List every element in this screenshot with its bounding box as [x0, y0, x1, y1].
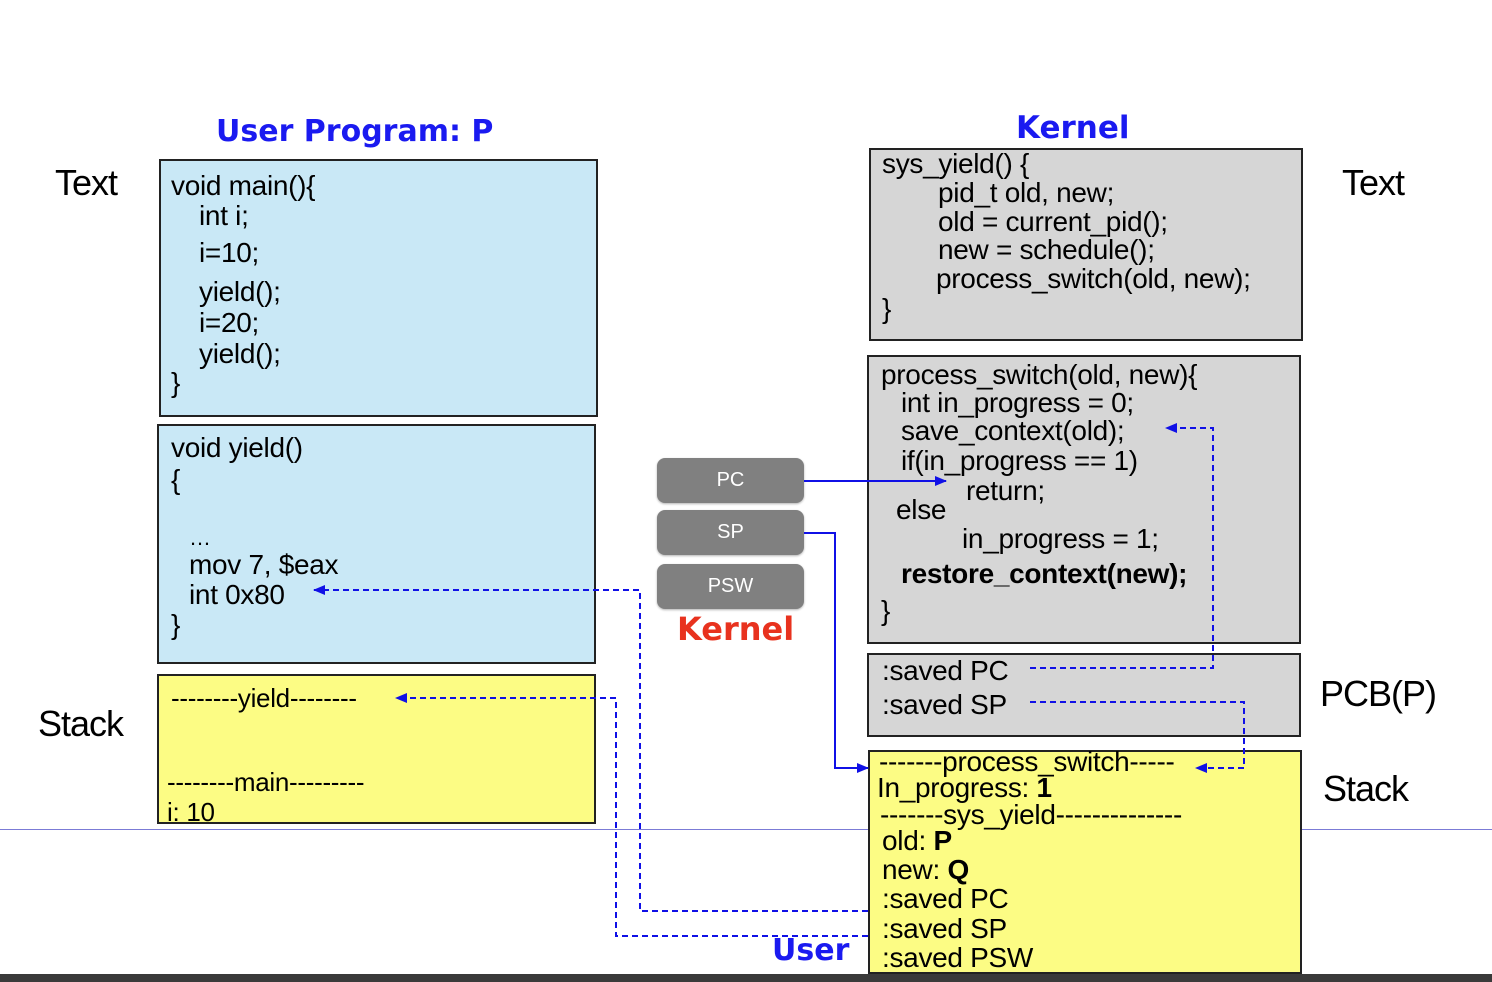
- kernel-stack-box: [868, 750, 1302, 974]
- ks-saved-psw: :saved PSW: [882, 942, 1034, 973]
- ks-saved-pc: :saved PC: [882, 883, 1009, 914]
- text-label-right: Text: [1342, 162, 1405, 203]
- sys-yield-line-2: pid_t old, new;: [938, 177, 1115, 208]
- yield-line-1: void yield(): [171, 432, 303, 463]
- user-program-title: User Program: P: [216, 114, 494, 149]
- sys-yield-code-box: [869, 148, 1303, 341]
- main-line-7: }: [171, 367, 181, 398]
- ps-line-1: process_switch(old, new){: [881, 359, 1198, 390]
- saved-sp-to-yield-frame-arrow: [395, 693, 868, 937]
- process-switch-code-box: [867, 355, 1301, 644]
- user-kernel-divider: [0, 829, 1492, 830]
- sp-arrow: [804, 532, 869, 773]
- pcb-saved-pc-arrow: [1030, 423, 1214, 669]
- ps-line-2: int in_progress = 0;: [901, 387, 1134, 418]
- yield-line-3: …: [189, 525, 211, 550]
- sys-yield-line-1: sys_yield() {: [882, 148, 1030, 179]
- stack-label-right: Stack: [1323, 768, 1409, 809]
- user-stack-i-value: i: 10: [167, 797, 215, 827]
- ps-line-5: return;: [966, 475, 1045, 506]
- ps-line-9: }: [881, 595, 891, 626]
- ks-old: old: P: [882, 825, 952, 856]
- stack-label-left: Stack: [38, 703, 124, 744]
- main-line-3: i=10;: [199, 237, 259, 268]
- text-label-left: Text: [55, 162, 118, 203]
- ks-in-progress: In_progress: 1: [877, 772, 1052, 803]
- bottom-bar: [0, 974, 1492, 982]
- ps-line-7: in_progress = 1;: [962, 523, 1159, 554]
- yield-line-5: int 0x80: [189, 579, 285, 610]
- main-line-4: yield();: [199, 276, 281, 307]
- pcb-saved-sp: :saved SP: [882, 689, 1007, 720]
- ks-saved-sp: :saved SP: [882, 913, 1007, 944]
- ps-line-8: restore_context(new);: [901, 558, 1188, 589]
- user-mode-label: User: [772, 933, 850, 968]
- pcb-saved-pc: :saved PC: [882, 655, 1009, 686]
- ks-process-switch-frame: -------process_switch-----: [879, 746, 1175, 777]
- main-line-5: i=20;: [199, 307, 259, 338]
- ks-new: new: Q: [882, 854, 969, 885]
- main-line-1: void main(){: [171, 170, 316, 201]
- sys-yield-line-3: old = current_pid();: [938, 206, 1168, 237]
- sp-register: SP: [657, 510, 804, 555]
- sys-yield-line-6: }: [882, 293, 892, 324]
- psw-register: PSW: [657, 564, 804, 609]
- pcb-saved-sp-arrow: [1030, 701, 1245, 773]
- user-stack-main-frame: --------main---------: [167, 767, 365, 797]
- sys-yield-line-5: process_switch(old, new);: [936, 263, 1251, 294]
- pc-register: PC: [657, 458, 804, 503]
- ps-line-6: else: [896, 494, 947, 525]
- user-stack-yield-frame: --------yield--------: [171, 683, 357, 713]
- kernel-title: Kernel: [1016, 110, 1130, 146]
- yield-line-2: {: [171, 464, 181, 495]
- main-code-box: [159, 159, 598, 417]
- yield-line-4: mov 7, $eax: [189, 549, 339, 580]
- ps-line-3: save_context(old);: [901, 415, 1125, 446]
- main-line-2: int i;: [199, 200, 249, 231]
- main-line-6: yield();: [199, 338, 281, 369]
- sys-yield-line-4: new = schedule();: [938, 234, 1155, 265]
- saved-pc-to-int-arrow: [313, 585, 868, 912]
- ps-line-4: if(in_progress == 1): [901, 445, 1138, 476]
- kernel-register-label: Kernel: [677, 610, 795, 648]
- ks-sys-yield-frame: -------sys_yield--------------: [880, 799, 1182, 830]
- pcb-label: PCB(P): [1320, 673, 1437, 714]
- yield-code-box: [157, 424, 596, 664]
- yield-line-6: }: [171, 609, 181, 640]
